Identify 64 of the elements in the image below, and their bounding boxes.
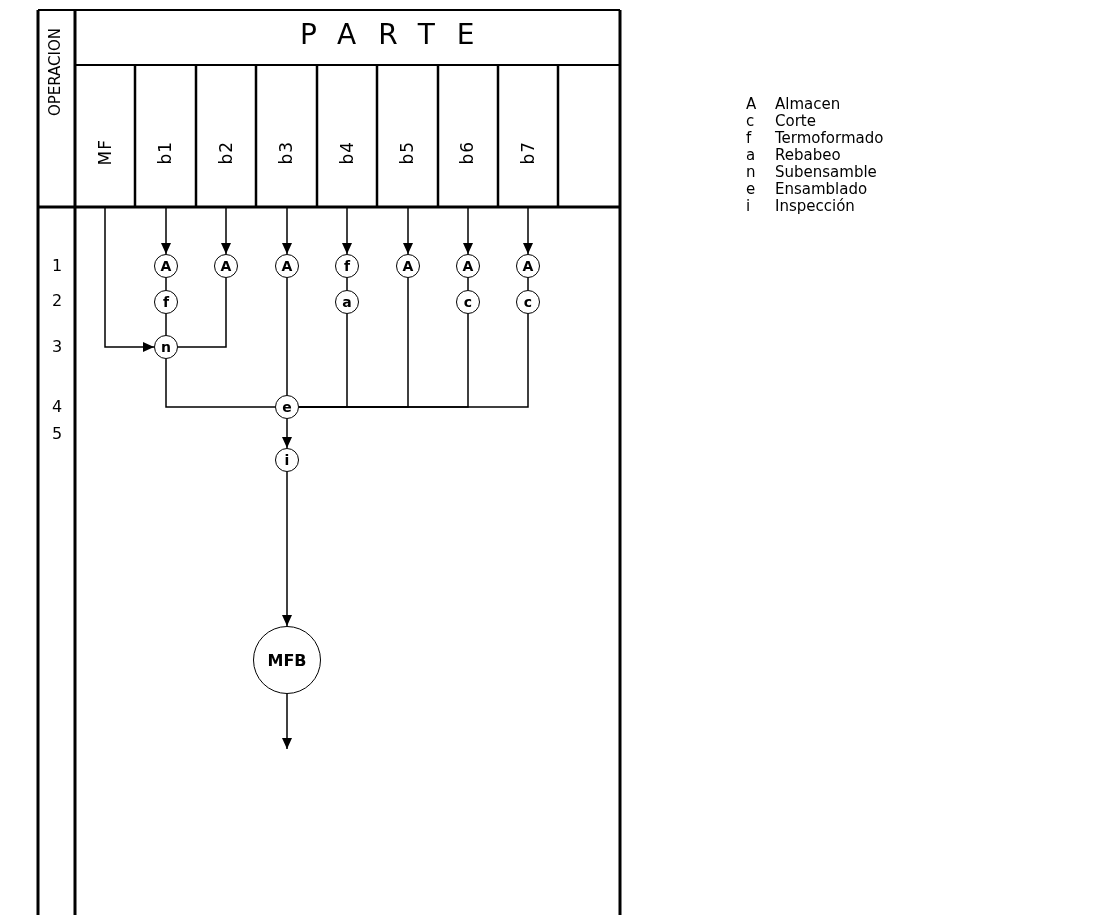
arrow [342,206,352,255]
row-number: 2 [52,291,63,310]
arrow [221,206,231,255]
operation-circle: a [335,290,359,314]
legend-text: Ensamblado [775,180,868,198]
part-column-header: b7 [497,67,558,205]
product-circle: MFB [253,626,321,694]
arrow [463,206,473,255]
legend-symbol: A [746,95,757,113]
row-number: 1 [52,256,63,275]
operation-circle: A [275,254,299,278]
legend-symbol: n [746,163,756,181]
operation-circle: A [456,254,480,278]
legend-symbol: a [746,146,756,164]
connector-line [286,277,288,396]
row-number: 5 [52,424,63,443]
legend-symbol: c [746,112,755,130]
legend-symbol: e [746,180,756,198]
operation-circle: A [516,254,540,278]
connector-line [346,277,348,291]
part-column-header: b5 [377,67,437,205]
connector-line [527,277,529,291]
legend-symbol: i [746,197,751,215]
arrow [403,206,413,255]
row-number: 4 [52,397,63,416]
arrow [282,206,292,255]
connector-line [177,277,227,348]
part-column-header: b6 [437,67,498,205]
arrow [282,418,292,449]
operation-circle: c [456,290,480,314]
table-heading: PARTE [300,18,497,51]
arrow [282,693,292,750]
connector-line [165,277,167,291]
part-column-header: b3 [256,67,317,205]
part-column-header: b4 [316,67,377,205]
operation-circle: f [154,290,178,314]
operation-circle: e [275,395,299,419]
operation-circle: c [516,290,540,314]
part-column-header: b1 [135,67,196,205]
legend-text: Almacen [775,95,841,113]
connector-line [165,313,167,336]
connector-line [467,277,469,291]
arrow [161,206,171,255]
operation-circle: A [396,254,420,278]
part-column-header: b2 [195,67,256,205]
legend-text: Inspección [775,197,855,215]
connector-line [298,313,529,408]
arrow [523,206,533,255]
operation-circle: i [275,448,299,472]
connector-line [165,358,276,408]
operation-circle: n [154,335,178,359]
legend-text: Corte [775,112,816,130]
operation-circle: f [335,254,359,278]
column-heading: OPERACION [46,28,64,117]
part-column-header: MF [75,67,135,205]
legend-text: Termoformado [775,129,884,147]
legend-text: Rebabeo [775,146,841,164]
operation-circle: A [154,254,178,278]
legend-symbol: f [746,129,752,147]
arrow [282,471,292,627]
arrow [104,206,155,352]
operation-circle: A [214,254,238,278]
legend-text: Subensamble [775,163,877,181]
row-number: 3 [52,337,63,356]
